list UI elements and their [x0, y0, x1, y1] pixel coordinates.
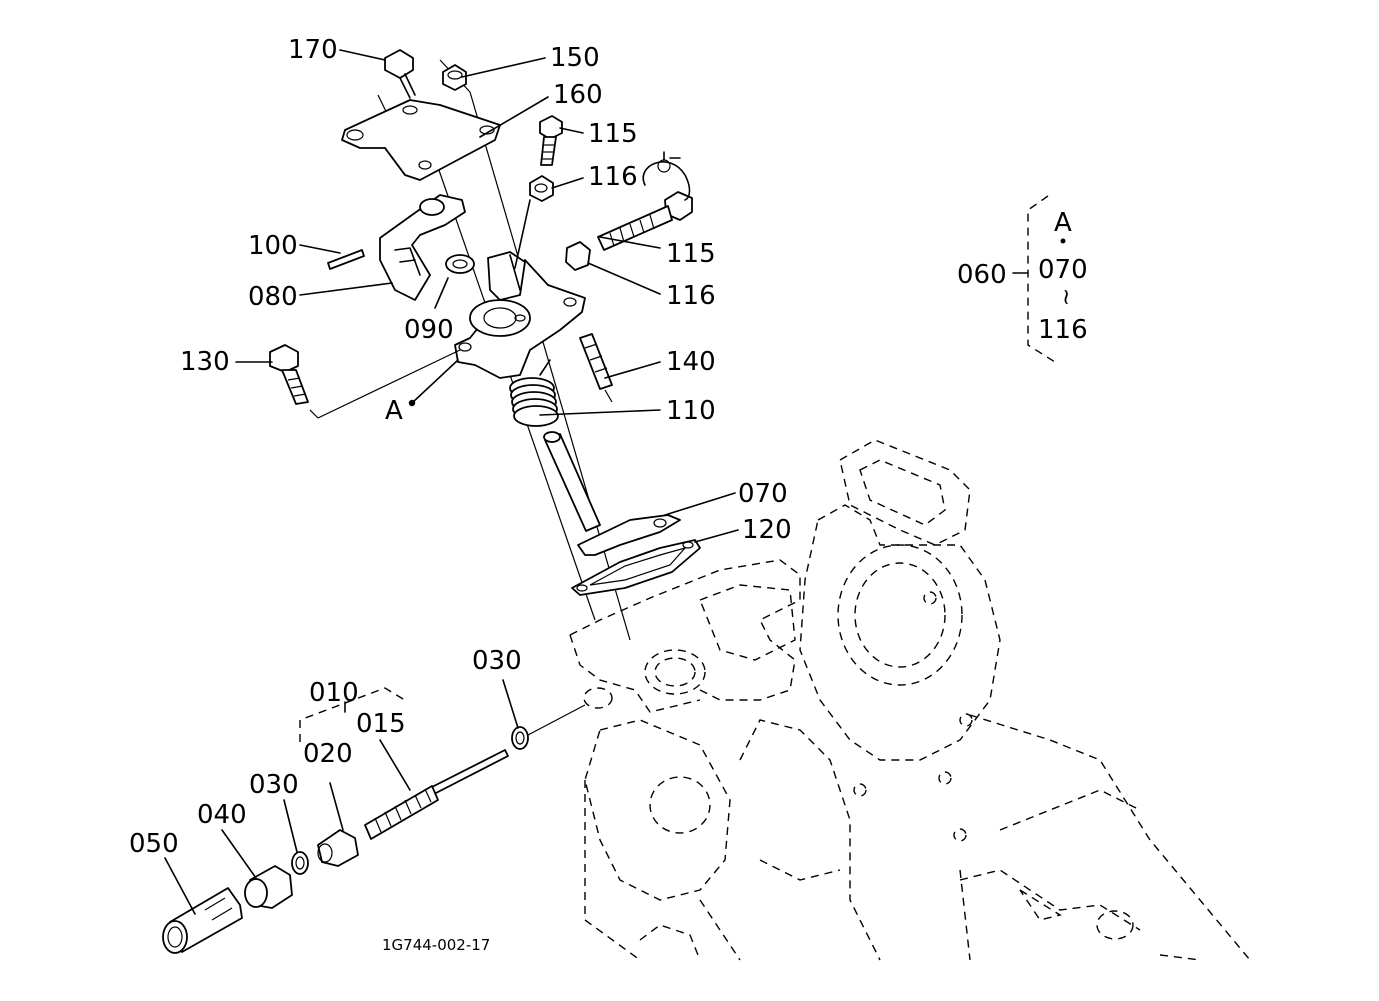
legend-ref-A: A [1054, 208, 1072, 238]
callout-140: 140 [666, 347, 716, 377]
pin-100 [327, 249, 365, 270]
ref-point-A [408, 399, 416, 407]
bolt-170 [384, 49, 416, 99]
bolt-130 [269, 344, 461, 419]
legend-to-116: 116 [1038, 315, 1088, 345]
nut-020 [317, 829, 359, 867]
spring-110 [509, 359, 559, 427]
callout-070: 070 [738, 479, 788, 509]
callout-160: 160 [553, 80, 603, 110]
callout-115-lower: 115 [666, 239, 716, 269]
callout-115-upper: 115 [588, 119, 638, 149]
callout-080: 080 [248, 282, 298, 312]
callout-150: 150 [550, 43, 600, 73]
washer-030-upper [511, 704, 586, 750]
callout-020: 020 [303, 739, 353, 769]
callout-110: 110 [666, 396, 716, 426]
legend-range-mark: ~ [1053, 287, 1079, 307]
bracket-160 [341, 99, 501, 181]
sleeve-050 [162, 887, 243, 954]
callout-120: 120 [742, 515, 792, 545]
callout-030-lower: 030 [249, 770, 299, 800]
group-bracket-010 [299, 687, 409, 742]
legend-from-070: 070 [1038, 255, 1088, 285]
leader-lines [164, 49, 739, 915]
legend-bracket [1012, 195, 1066, 363]
callout-A: A [385, 396, 403, 426]
cap-040 [244, 865, 293, 909]
callout-170: 170 [288, 35, 338, 65]
rod-015 [364, 749, 509, 840]
callout-130: 130 [180, 347, 230, 377]
callout-010: 010 [309, 678, 359, 708]
callout-100: 100 [248, 231, 298, 261]
callout-090: 090 [404, 315, 454, 345]
nut-150 [442, 64, 467, 91]
callout-030-upper: 030 [472, 646, 522, 676]
legend-assembly-060: 060 [957, 260, 1007, 290]
washer-090 [445, 254, 475, 274]
stud-140 [579, 333, 613, 403]
callout-050: 050 [129, 829, 179, 859]
callout-116-lower: 116 [666, 281, 716, 311]
gasket-120 [571, 539, 701, 596]
callout-116-upper: 116 [588, 162, 638, 192]
drawing-code: 1G744-002-17 [382, 936, 491, 954]
engine-block [569, 439, 1251, 961]
bolt-115-upper [539, 115, 563, 166]
callout-040: 040 [197, 800, 247, 830]
callout-015: 015 [356, 709, 406, 739]
nut-116-upper [529, 175, 554, 202]
bolt-115-long [597, 151, 693, 251]
washer-030-lower [291, 851, 309, 875]
nut-116-lower [565, 241, 591, 271]
lever-080 [379, 194, 466, 301]
lever-shaft-070 [543, 431, 681, 556]
